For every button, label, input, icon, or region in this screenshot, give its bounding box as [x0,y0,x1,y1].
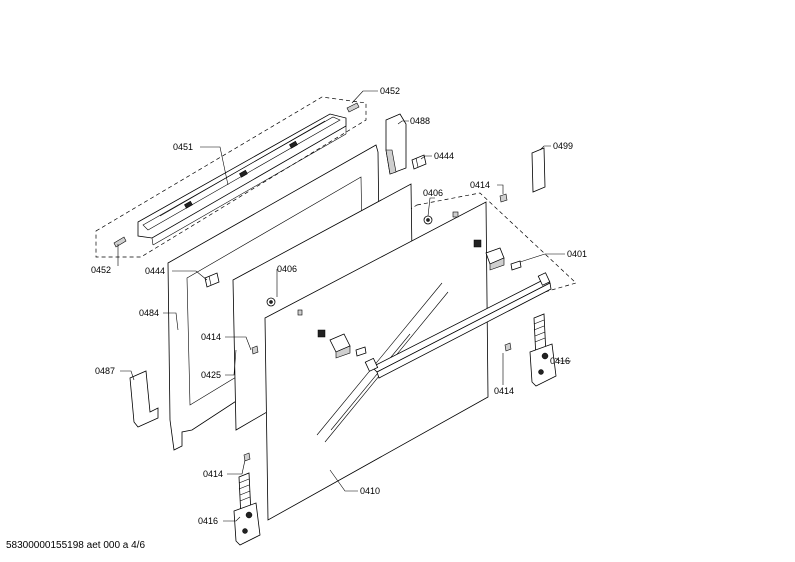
label-0414-c: 0414 [494,386,514,396]
label-0410: 0410 [360,486,380,496]
document-footer-id: 58300000155198 aet 000 a 4/6 [6,540,146,551]
label-0444-left: 0444 [145,266,165,276]
label-0487: 0487 [95,366,115,376]
label-0444-top: 0444 [434,151,454,161]
clip-0406-upper [423,215,433,225]
hinge-0416-right [529,313,557,387]
hinge-0416-bottom [233,472,261,546]
handle-bracket-lower [329,333,367,359]
label-0406-mid: 0406 [277,264,297,274]
label-0406-top: 0406 [423,188,443,198]
clip-0444-top [411,154,427,170]
label-0401: 0401 [567,249,587,259]
bracket-0488 [385,113,407,175]
pin-0452-top [346,102,360,113]
label-0452-bottom: 0452 [91,265,111,275]
clip-0406-middle [266,297,276,307]
label-0484: 0484 [139,308,159,318]
leader-lines [117,90,571,522]
label-0414-b: 0414 [201,332,221,342]
clip-0414-bottom [243,452,251,462]
clip-0414-left [251,345,259,355]
label-0499: 0499 [553,141,573,151]
clip-0444-left [204,272,220,288]
glass-clip-upper [473,239,482,248]
top-trim-strip [137,113,347,246]
seal-strip-0499 [531,147,546,193]
clip-0414-right-bottom [504,342,512,352]
label-0416-bottom: 0416 [198,516,218,526]
label-0452-top: 0452 [380,86,400,96]
label-0451: 0451 [173,142,193,152]
pin-0452-bottom [113,236,127,248]
door-handle [364,272,552,379]
label-0425: 0425 [201,370,221,380]
top-trim-group-outline [95,96,367,258]
handle-bracket-upper [485,247,522,271]
label-0488: 0488 [410,116,430,126]
clip-0414-right-top [499,193,508,203]
clip-0414-on-door [297,309,303,316]
bracket-0487 [129,370,159,428]
glass-clip-lower [317,329,326,338]
label-0414-d: 0414 [203,469,223,479]
clip-0414-upper-door [452,211,459,218]
label-0416-right: 0416 [550,356,570,366]
label-0414-a: 0414 [470,180,490,190]
